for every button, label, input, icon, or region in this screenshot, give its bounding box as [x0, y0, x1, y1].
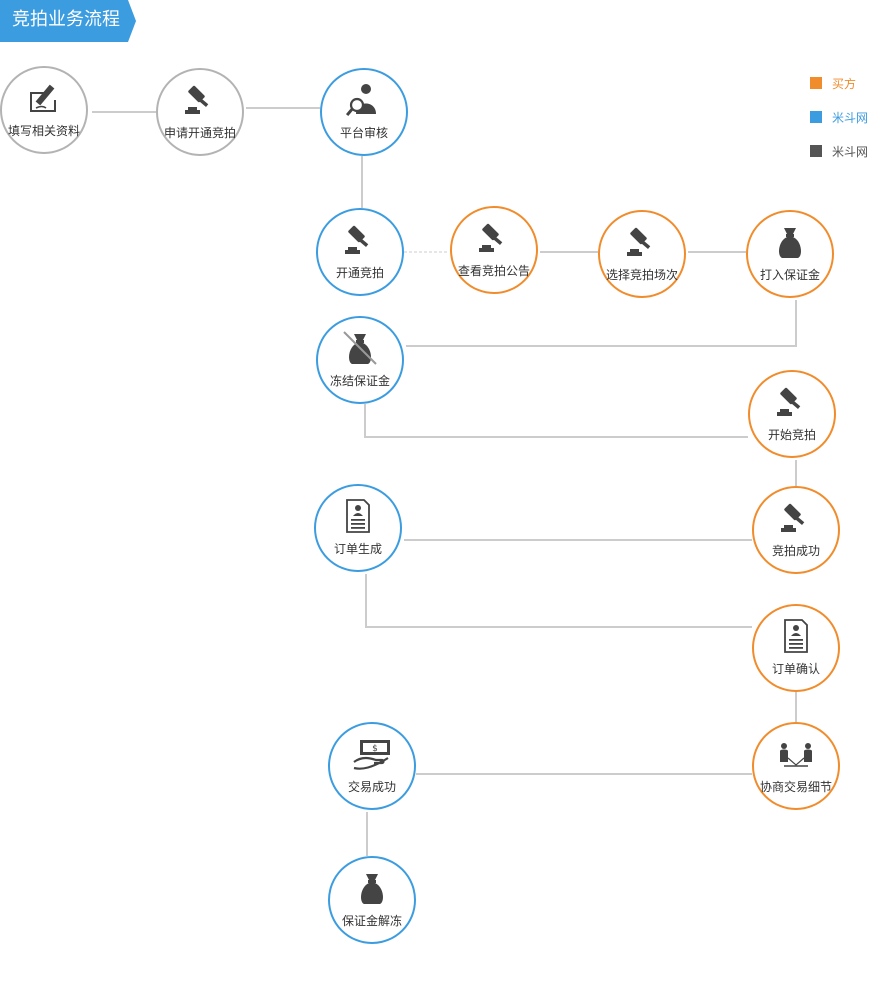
legend-item-platform: 米斗网 [810, 100, 880, 134]
gavel-icon [158, 80, 242, 120]
frozen-money-bag-icon [318, 328, 402, 368]
legend-label: 买方 [832, 76, 857, 91]
node-choose-session: 选择竞拍场次 [598, 210, 686, 298]
legend-item-system: 米斗网 [810, 134, 880, 168]
node-start-auction: 开始竞拍 [748, 370, 836, 458]
node-label: 协商交易细节 [759, 780, 832, 794]
legend: 买方 米斗网 米斗网 [810, 66, 880, 168]
node-order-created: 订单生成 [314, 484, 402, 572]
node-order-confirm: 订单确认 [752, 604, 840, 692]
node-label: 申请开通竞拍 [163, 126, 236, 140]
node-label: 打入保证金 [759, 268, 820, 282]
node-apply-auction: 申请开通竞拍 [156, 68, 244, 156]
document-icon [754, 616, 838, 656]
node-view-notice: 查看竞拍公告 [450, 206, 538, 294]
connector [364, 404, 748, 438]
legend-swatch [810, 77, 822, 89]
title-tab-shape [0, 0, 136, 42]
node-label: 平台审核 [339, 126, 388, 140]
money-bag-icon [330, 868, 414, 908]
node-label: 开始竞拍 [767, 428, 816, 442]
node-platform-review: 平台审核 [320, 68, 408, 156]
node-deal-success: 交易成功 [328, 722, 416, 810]
node-pay-deposit: 打入保证金 [746, 210, 834, 298]
money-bag-icon [748, 222, 832, 262]
node-label: 交易成功 [347, 780, 396, 794]
node-freeze-deposit: 冻结保证金 [316, 316, 404, 404]
gavel-icon [318, 220, 402, 260]
node-label: 选择竞拍场次 [605, 268, 678, 282]
node-label: 开通竞拍 [335, 266, 384, 280]
cash-hand-icon [330, 734, 414, 774]
legend-item-buyer: 买方 [810, 66, 880, 100]
node-negotiate: 协商交易细节 [752, 722, 840, 810]
legend-swatch [810, 111, 822, 123]
legend-label: 米斗网 [832, 144, 869, 159]
gavel-icon [754, 498, 838, 538]
document-icon [316, 496, 400, 536]
reviewer-icon [322, 80, 406, 120]
connector [406, 300, 797, 347]
legend-swatch [810, 145, 822, 157]
connector [365, 574, 752, 628]
node-label: 冻结保证金 [329, 374, 390, 388]
node-fill-info: 填写相关资料 [0, 66, 88, 154]
node-label: 订单生成 [333, 542, 382, 556]
page-title: 竞拍业务流程 [12, 9, 120, 30]
handshake-people-icon [754, 734, 838, 774]
gavel-icon [452, 218, 536, 258]
legend-label: 米斗网 [832, 110, 869, 125]
gavel-icon [600, 222, 684, 262]
node-label: 竞拍成功 [771, 544, 820, 558]
node-label: 查看竞拍公告 [457, 264, 530, 278]
gavel-icon [750, 382, 834, 422]
node-label: 保证金解冻 [341, 914, 402, 928]
node-auction-won: 竞拍成功 [752, 486, 840, 574]
node-deposit-release: 保证金解冻 [328, 856, 416, 944]
title-tab: 竞拍业务流程 [0, 0, 140, 42]
edit-icon [2, 78, 86, 118]
node-open-auction: 开通竞拍 [316, 208, 404, 296]
node-label: 填写相关资料 [7, 124, 80, 138]
node-label: 订单确认 [771, 662, 820, 676]
